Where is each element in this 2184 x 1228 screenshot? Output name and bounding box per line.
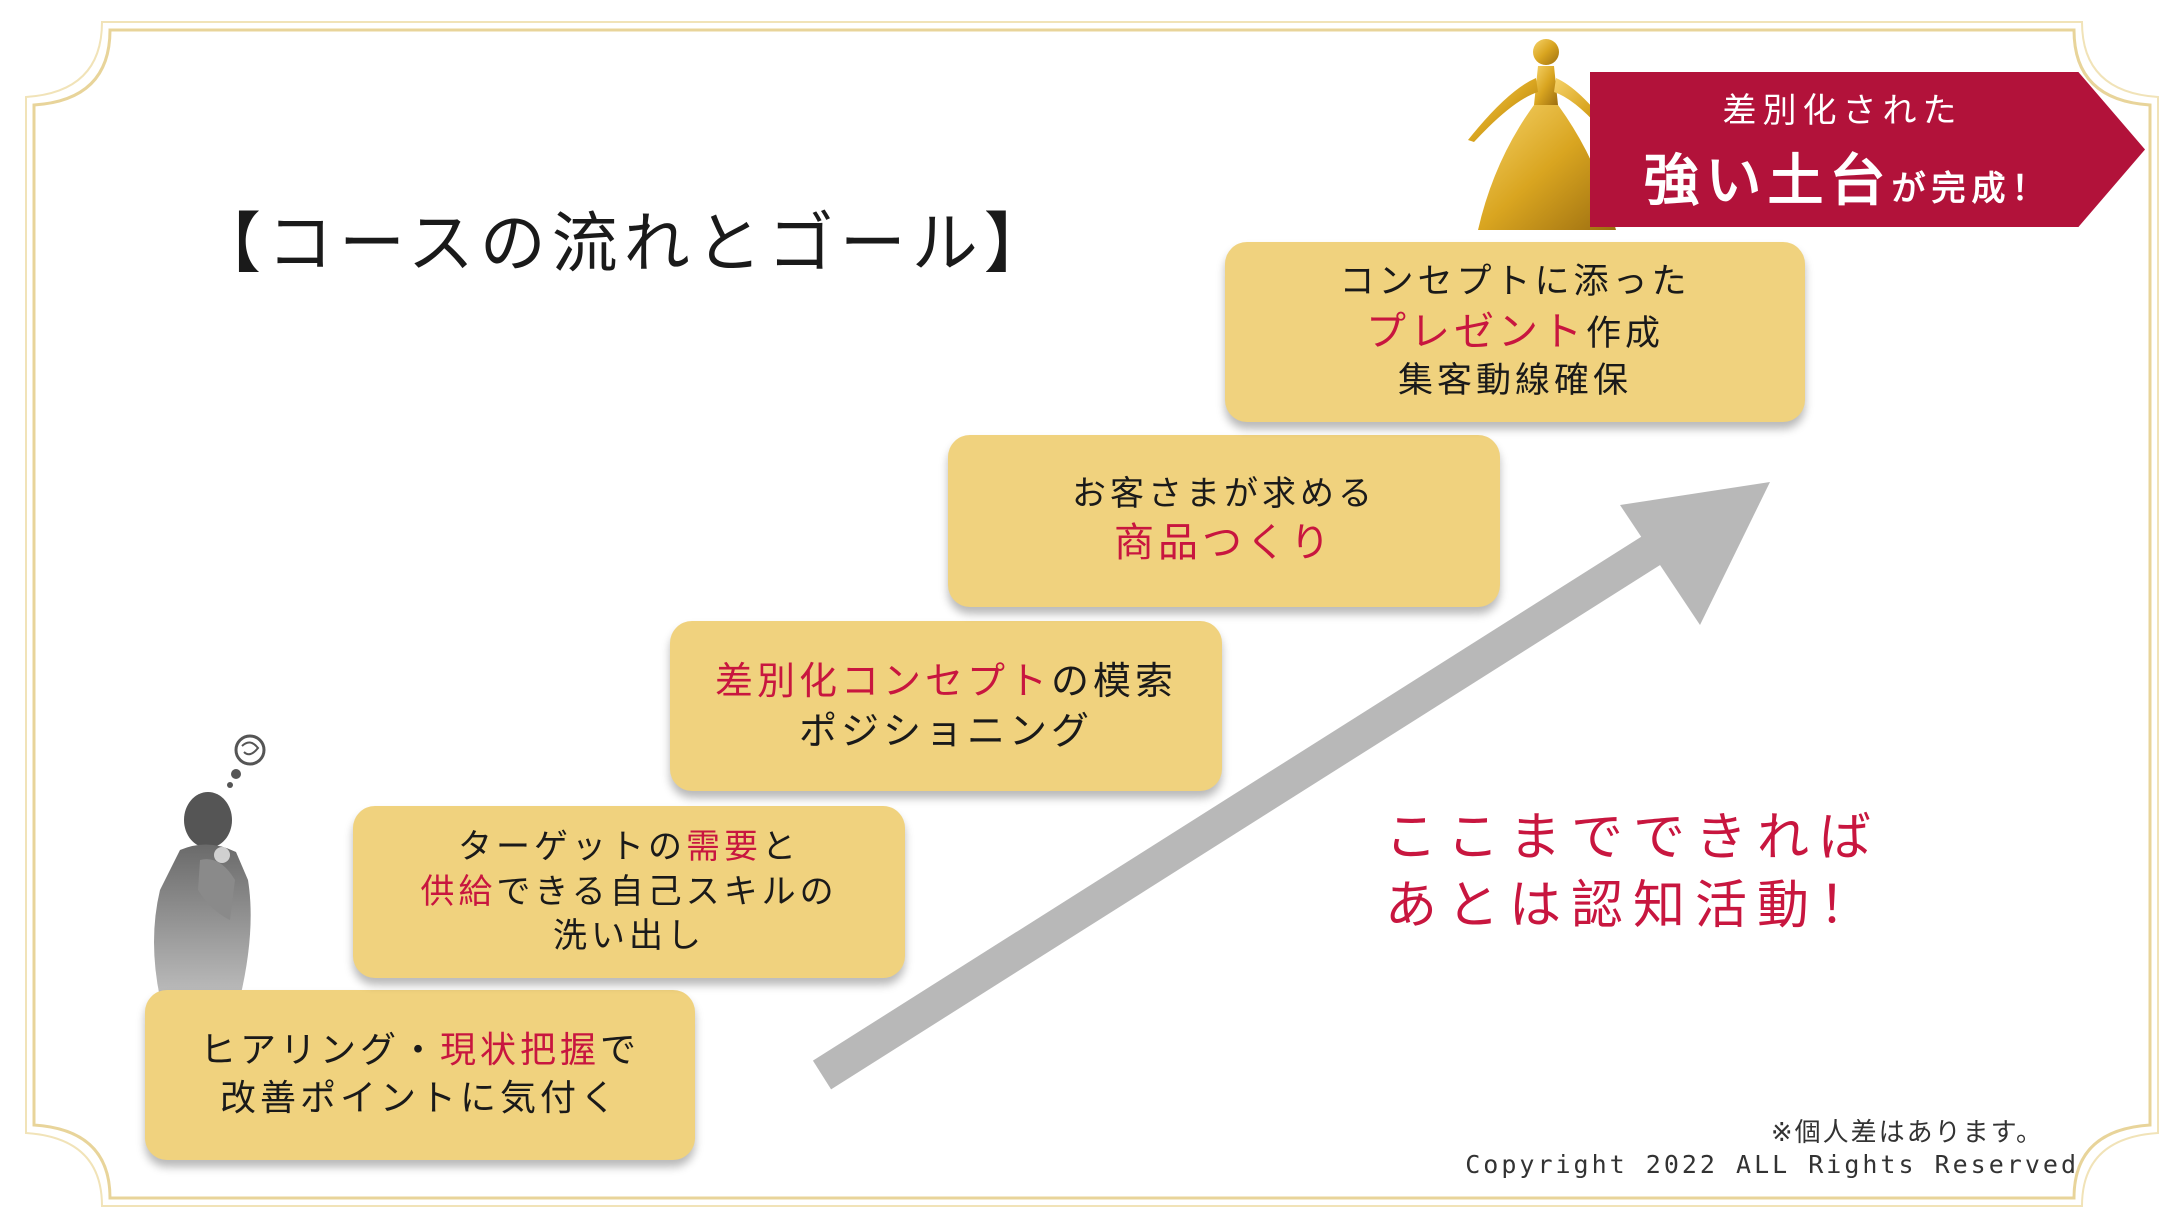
step-5-present: コンセプトに添った プレゼント作成 集客動線確保 [1225, 242, 1805, 422]
goal-banner-line1: 差別化された [1722, 90, 1963, 131]
step-line: 差別化コンセプトの模索 [715, 656, 1177, 706]
goal-banner-suffix: が完成！ [1891, 168, 2052, 209]
step-line: 商品つくり [1114, 517, 1334, 570]
step-highlight: 現状把握 [439, 1030, 600, 1072]
worried-woman-silhouette-icon [154, 792, 251, 998]
step-2-demand-supply: ターゲットの需要と 供給できる自己スキルの 洗い出し [353, 806, 905, 978]
goal-banner-line2: 強い土台が完成！ [1644, 136, 2092, 217]
step-text: 改善ポイントに気付く [219, 1078, 620, 1119]
step-line: ポジショニング [799, 706, 1093, 756]
copyright-text: Copyright 2022 ALL Rights Reserved [1465, 1150, 2079, 1179]
step-text: お客さまが求める [1072, 474, 1376, 515]
step-line: 供給できる自己スキルの [420, 870, 837, 915]
step-text: と [762, 826, 800, 867]
step-text: 集客動線確保 [1397, 361, 1632, 402]
step-highlight: 供給 [420, 871, 497, 912]
step-text: できる自己スキルの [496, 871, 838, 912]
step-line: 集客動線確保 [1398, 358, 1632, 404]
step-4-product: お客さまが求める 商品つくり [948, 435, 1500, 607]
step-highlight: 商品つくり [1114, 520, 1334, 567]
step-line: 改善ポイントに気付く [220, 1075, 620, 1123]
callout-line1: ここまでできれば [1385, 808, 1882, 868]
disclaimer-note: ※個人差はあります。 [1770, 1118, 2044, 1148]
callout-line2: あとは認知活動！ [1385, 875, 1882, 936]
step-line: 洗い出し [553, 914, 705, 959]
step-text: コンセプトに添った [1339, 262, 1691, 303]
step-highlight: 需要 [686, 826, 762, 867]
step-line: ターゲットの需要と [458, 825, 800, 870]
step-1-hearing: ヒアリング・現状把握で 改善ポイントに気付く [145, 990, 695, 1160]
step-text: ポジショニング [798, 709, 1093, 753]
step-text: ターゲットの [458, 826, 686, 867]
goal-banner: 差別化された 強い土台が完成！ [1590, 72, 2145, 227]
step-highlight: プレゼント [1365, 308, 1586, 355]
step-line: お客さまが求める [1072, 472, 1376, 517]
step-highlight: 差別化コンセプト [714, 658, 1051, 703]
step-text: ヒアリング・ [199, 1030, 440, 1072]
gold-princess-icon [1468, 39, 1618, 230]
step-line: ヒアリング・現状把握で [200, 1027, 640, 1075]
step-text: の模索 [1051, 658, 1178, 703]
step-text: 洗い出し [553, 916, 705, 957]
step-text: で [600, 1030, 641, 1072]
step-line: コンセプトに添った [1339, 259, 1690, 305]
step-text: 作成 [1585, 313, 1664, 354]
page-title: 【コースの流れとゴール】 [195, 205, 1056, 282]
thought-bubble-icon [227, 734, 266, 788]
callout-text: ここまでできれば あとは認知活動！ [1385, 805, 1881, 940]
goal-banner-main: 強い土台 [1643, 148, 1892, 214]
step-3-concept: 差別化コンセプトの模索 ポジショニング [670, 621, 1222, 791]
step-line: プレゼント作成 [1366, 306, 1664, 359]
